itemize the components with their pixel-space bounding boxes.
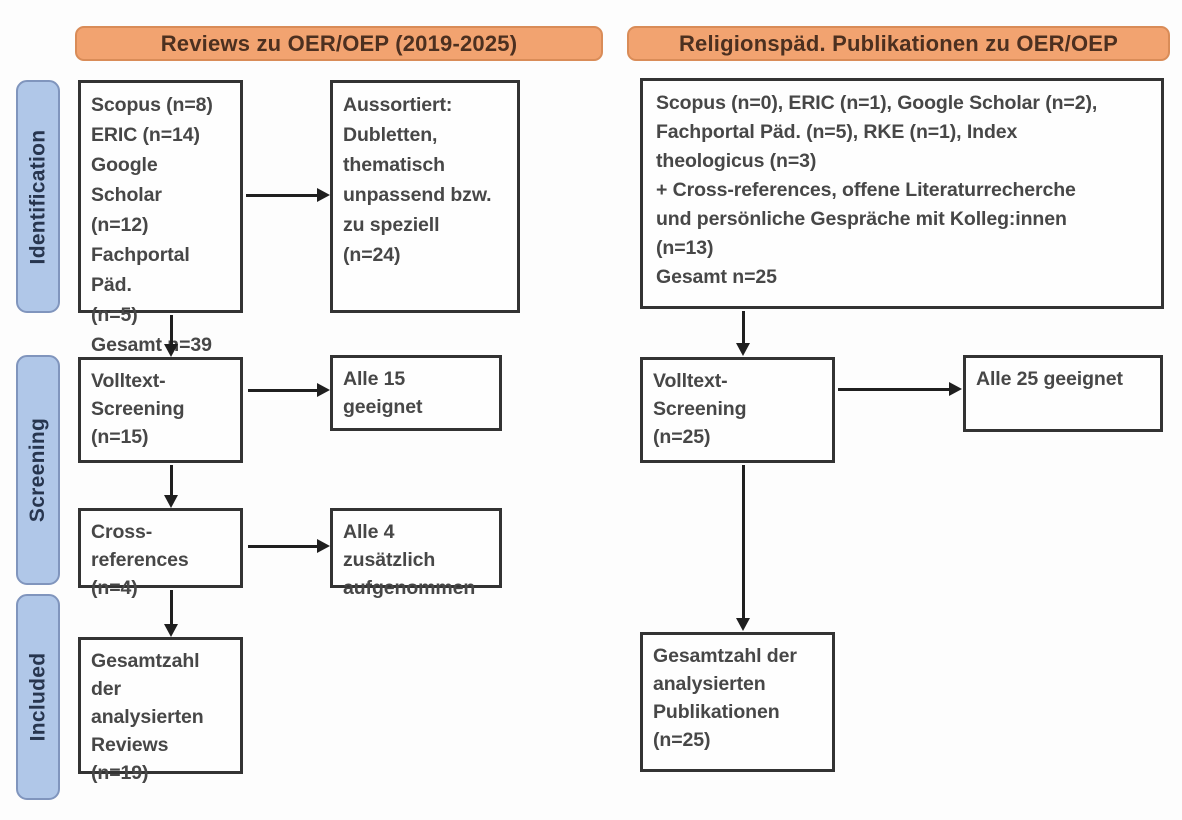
box-relpaed-fulltext-result: Alle 25 geeignet: [963, 355, 1163, 432]
arrow-relpaed-fulltext-to-result: [838, 382, 962, 396]
arrow-relpaed-fulltext-to-included: [736, 465, 750, 631]
arrow-crossref-to-result: [248, 539, 330, 553]
box-reviews-cross-references: Cross-references (n=4): [78, 508, 243, 599]
column-header-relpaed: Religionspäd. Publikationen zu OER/OEP: [627, 26, 1170, 61]
arrow-fulltext-to-result: [248, 383, 330, 397]
arrow-sources-to-fulltext: [164, 315, 178, 357]
box-reviews-fulltext-result: Alle 15 geeignet: [330, 355, 502, 431]
phase-label-identification-text: Identification: [26, 129, 49, 264]
phase-label-screening-text: Screening: [26, 417, 50, 523]
box-reviews-included-total: Gesamtzahl der analysierten Reviews (n=1…: [78, 637, 243, 784]
phase-label-included: Included: [16, 594, 60, 800]
box-relpaed-included-total: Gesamtzahl der analysierten Publikatione…: [640, 632, 835, 772]
arrow-sources-to-excluded: [246, 188, 330, 202]
box-reviews-fulltext-screening: Volltext- Screening (n=15): [78, 357, 243, 463]
box-reviews-cross-references-result: Alle 4 zusätzlich aufgenommen: [330, 508, 502, 599]
box-reviews-excluded: Aussortiert: Dubletten, thematisch unpas…: [330, 80, 520, 313]
box-reviews-sources: Scopus (n=8) ERIC (n=14) Google Scholar …: [78, 80, 243, 356]
phase-label-screening: Screening: [16, 355, 60, 585]
box-relpaed-sources: Scopus (n=0), ERIC (n=1), Google Scholar…: [640, 78, 1164, 309]
arrow-crossref-to-included: [164, 590, 178, 637]
phase-label-included-text: Included: [26, 652, 49, 742]
arrow-relpaed-sources-to-fulltext: [736, 311, 750, 356]
phase-label-identification: Identification: [16, 80, 60, 313]
arrow-fulltext-to-crossref: [164, 465, 178, 508]
column-header-reviews: Reviews zu OER/OEP (2019-2025): [75, 26, 603, 61]
box-relpaed-fulltext-screening: Volltext- Screening (n=25): [640, 357, 835, 463]
